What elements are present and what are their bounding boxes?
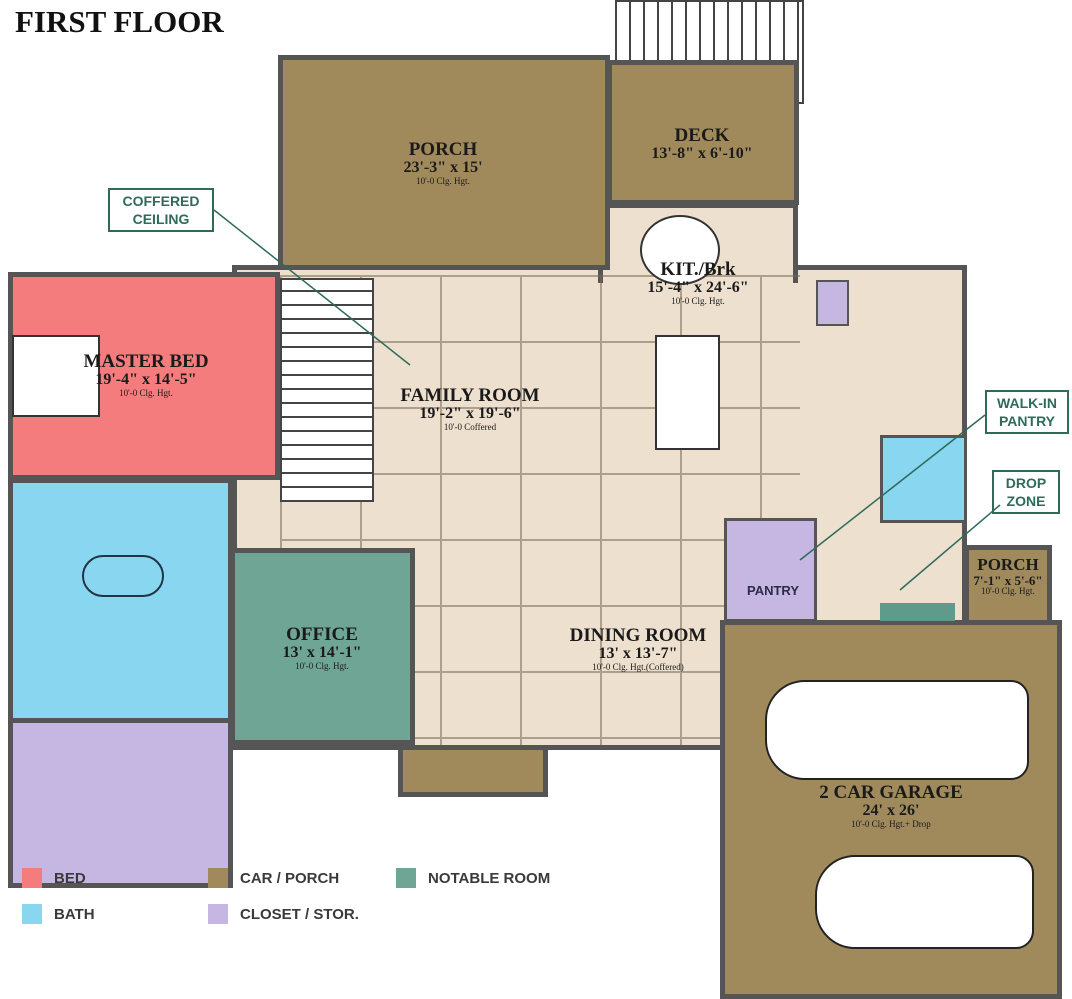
legend-label: CAR / PORCH bbox=[240, 869, 340, 887]
legend-swatch bbox=[208, 868, 228, 888]
master-bath bbox=[8, 478, 233, 723]
closets bbox=[8, 718, 233, 888]
closet-small bbox=[816, 280, 849, 326]
legend-swatch bbox=[22, 868, 42, 888]
walk-in-pantry-callout: WALK-IN PANTRY bbox=[985, 390, 1069, 434]
porch-side bbox=[964, 545, 1052, 625]
legend-car-porch: CAR / PORCH bbox=[208, 868, 339, 888]
master-bed bbox=[8, 272, 280, 480]
porch-top bbox=[278, 55, 610, 270]
legend-label: CLOSET / STOR. bbox=[240, 905, 359, 923]
legend-bath: BATH bbox=[22, 904, 95, 924]
powder-bath bbox=[880, 435, 967, 523]
page-title: FIRST FLOOR bbox=[15, 4, 224, 39]
legend-closet: CLOSET / STOR. bbox=[208, 904, 359, 924]
legend-notable: NOTABLE ROOM bbox=[396, 868, 550, 888]
drop-zone-bench bbox=[880, 603, 955, 621]
truck bbox=[765, 680, 1029, 780]
drop-zone-callout: DROP ZONE bbox=[992, 470, 1060, 514]
office bbox=[230, 548, 415, 745]
deck bbox=[607, 60, 799, 205]
interior-stairs bbox=[280, 278, 374, 502]
bed bbox=[12, 335, 100, 417]
legend-label: BED bbox=[54, 869, 86, 887]
legend-bed: BED bbox=[22, 868, 86, 888]
table bbox=[640, 215, 720, 285]
kitchen-island bbox=[655, 335, 720, 450]
legend-label: NOTABLE ROOM bbox=[428, 869, 551, 887]
pantry-label: PANTRY bbox=[747, 583, 799, 598]
car bbox=[815, 855, 1034, 949]
legend-swatch bbox=[208, 904, 228, 924]
legend-swatch bbox=[396, 868, 416, 888]
legend-swatch bbox=[22, 904, 42, 924]
coffered-ceiling-callout: COFFERED CEILING bbox=[108, 188, 214, 232]
front-entry-porch bbox=[398, 745, 548, 797]
bathtub bbox=[82, 555, 164, 597]
pantry bbox=[724, 518, 817, 622]
legend-label: BATH bbox=[54, 905, 95, 923]
